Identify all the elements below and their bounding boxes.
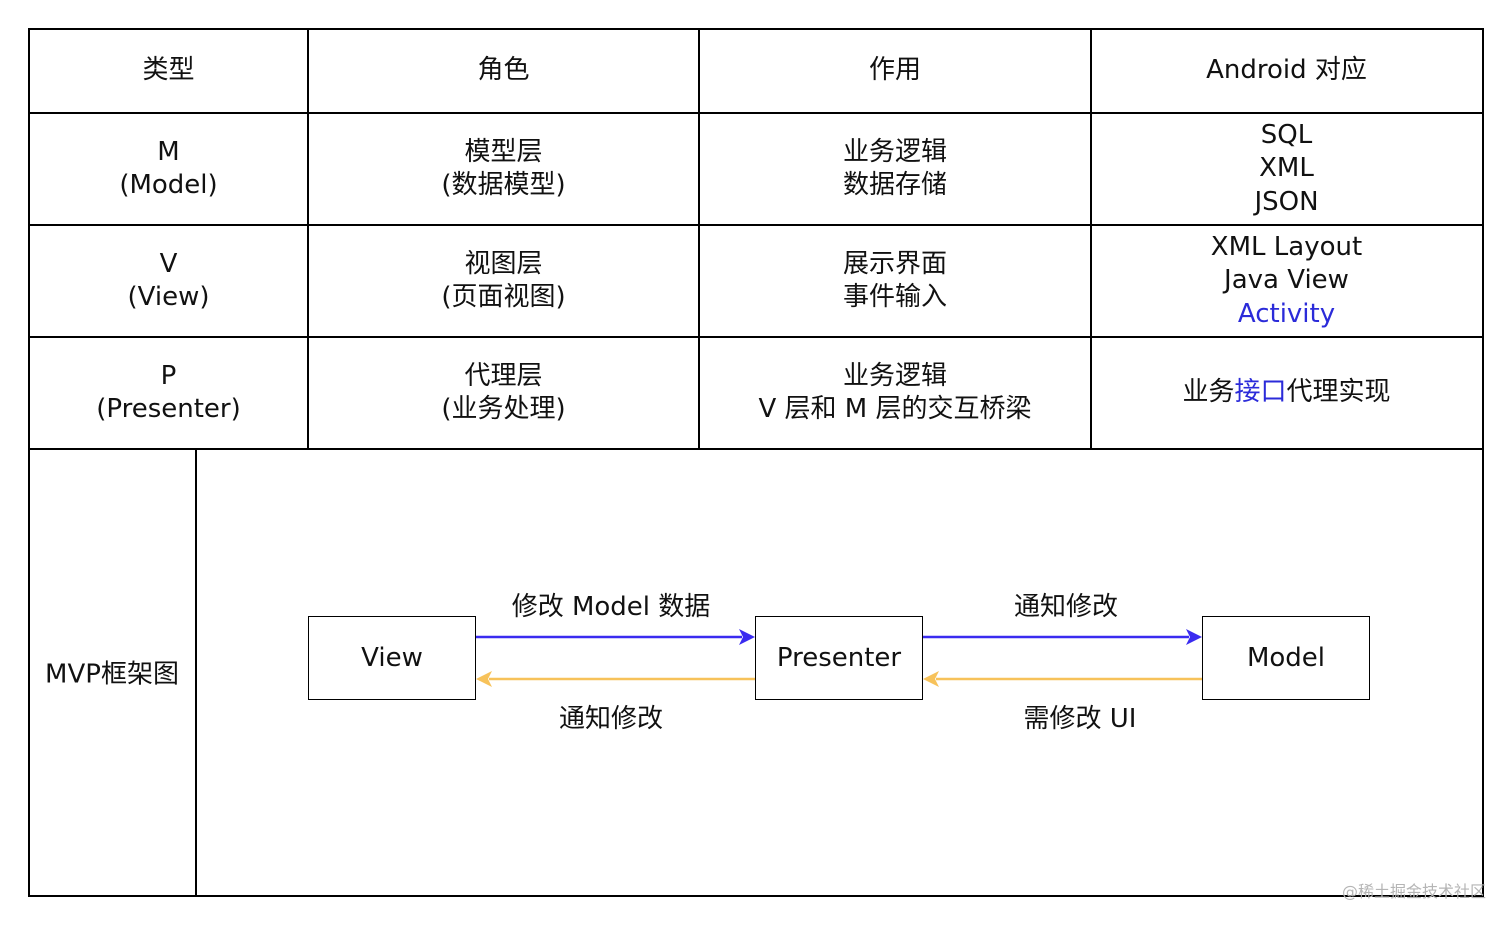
grid-line [28,28,1484,30]
grid-line [1090,28,1092,449]
arrowhead-presenter-to-view [476,671,492,687]
row-m-function-line: 数据存储 [842,170,947,200]
arrowhead-view-to-presenter [739,629,755,645]
grid-line [1482,28,1484,896]
row-p-android-part: 代理实现 [1286,377,1391,408]
row-m-function-line: 业务逻辑 [842,136,947,167]
row-m-role: 模型层 (数据模型) [308,113,699,225]
grid-line [28,112,1484,114]
row-v-android: XML Layout Java View Activity [1091,225,1482,337]
section-label: MVP框架图 [45,659,179,690]
row-m-function: 业务逻辑 数据存储 [699,113,1091,225]
row-m-android-line: XML [1259,153,1314,184]
row-m-android: SQL XML JSON [1091,113,1482,225]
row-m-type: M (Model) [29,113,308,225]
row-p-function: 业务逻辑 V 层和 M 层的交互桥梁 [699,337,1091,449]
grid-line [28,224,1484,226]
row-m-android-line: SQL [1260,119,1313,150]
header-role: 角色 [477,55,530,86]
row-v-type-line: V [159,248,178,279]
row-v-function-line: 事件输入 [842,282,947,312]
row-p-android: 业务接口代理实现 [1091,337,1482,449]
header-android: Android 对应 [1206,55,1367,86]
row-v-function-line: 展示界面 [842,248,947,279]
row-m-type-line: (Model) [119,170,218,200]
row-m-type-line: M [157,136,180,167]
row-v-android-line: XML Layout [1210,231,1363,262]
row-p-type: P (Presenter) [29,337,308,449]
view-box-label: View [361,643,423,673]
grid-line [698,28,700,449]
model-box: Model [1202,616,1370,700]
arrowhead-model-to-presenter [923,671,939,687]
row-m-role-line: (数据模型) [441,170,566,200]
presenter-box: Presenter [755,616,923,700]
row-v-role-line: 视图层 [464,248,543,279]
row-v-android-activity: Activity [1237,298,1336,329]
row-p-role-line: 代理层 [464,360,543,391]
row-v-type-line: (View) [127,282,210,312]
row-p-android-text: 业务接口代理实现 [1182,376,1390,410]
row-m-android-line: JSON [1254,186,1319,217]
label-presenter-to-view: 通知修改 [558,704,664,734]
row-v-type: V (View) [29,225,308,337]
row-m-role-line: 模型层 [464,136,543,167]
presenter-box-label: Presenter [776,643,902,673]
row-v-android-line: Java View [1224,265,1349,296]
grid-line [28,28,30,896]
row-p-role: 代理层 (业务处理) [308,337,699,449]
grid-line [28,336,1484,338]
grid-line [307,28,309,449]
view-box: View [308,616,476,700]
row-p-function-line: V 层和 M 层的交互桥梁 [758,394,1032,424]
row-p-function-line: 业务逻辑 [842,360,947,391]
model-box-label: Model [1246,643,1326,673]
grid-line [28,448,1484,450]
grid-line [195,448,197,896]
row-v-function: 展示界面 事件输入 [699,225,1091,337]
row-p-role-line: (业务处理) [441,394,566,424]
label-presenter-to-model: 通知修改 [1013,592,1119,622]
row-p-android-part: 业务 [1182,377,1235,408]
row-p-type-line: P [160,360,177,391]
header-function: 作用 [868,55,921,86]
row-p-type-line: (Presenter) [96,394,241,424]
row-p-android-interface: 接口 [1234,377,1287,408]
row-v-role-line: (页面视图) [441,282,566,312]
label-view-to-presenter: 修改 Model 数据 [511,592,711,622]
label-model-to-presenter: 需修改 UI [1023,704,1137,734]
header-type: 类型 [142,55,195,86]
row-v-role: 视图层 (页面视图) [308,225,699,337]
arrowhead-presenter-to-model [1186,629,1202,645]
watermark: @稀土掘金技术社区 [1341,882,1486,901]
grid-line [28,895,1484,897]
